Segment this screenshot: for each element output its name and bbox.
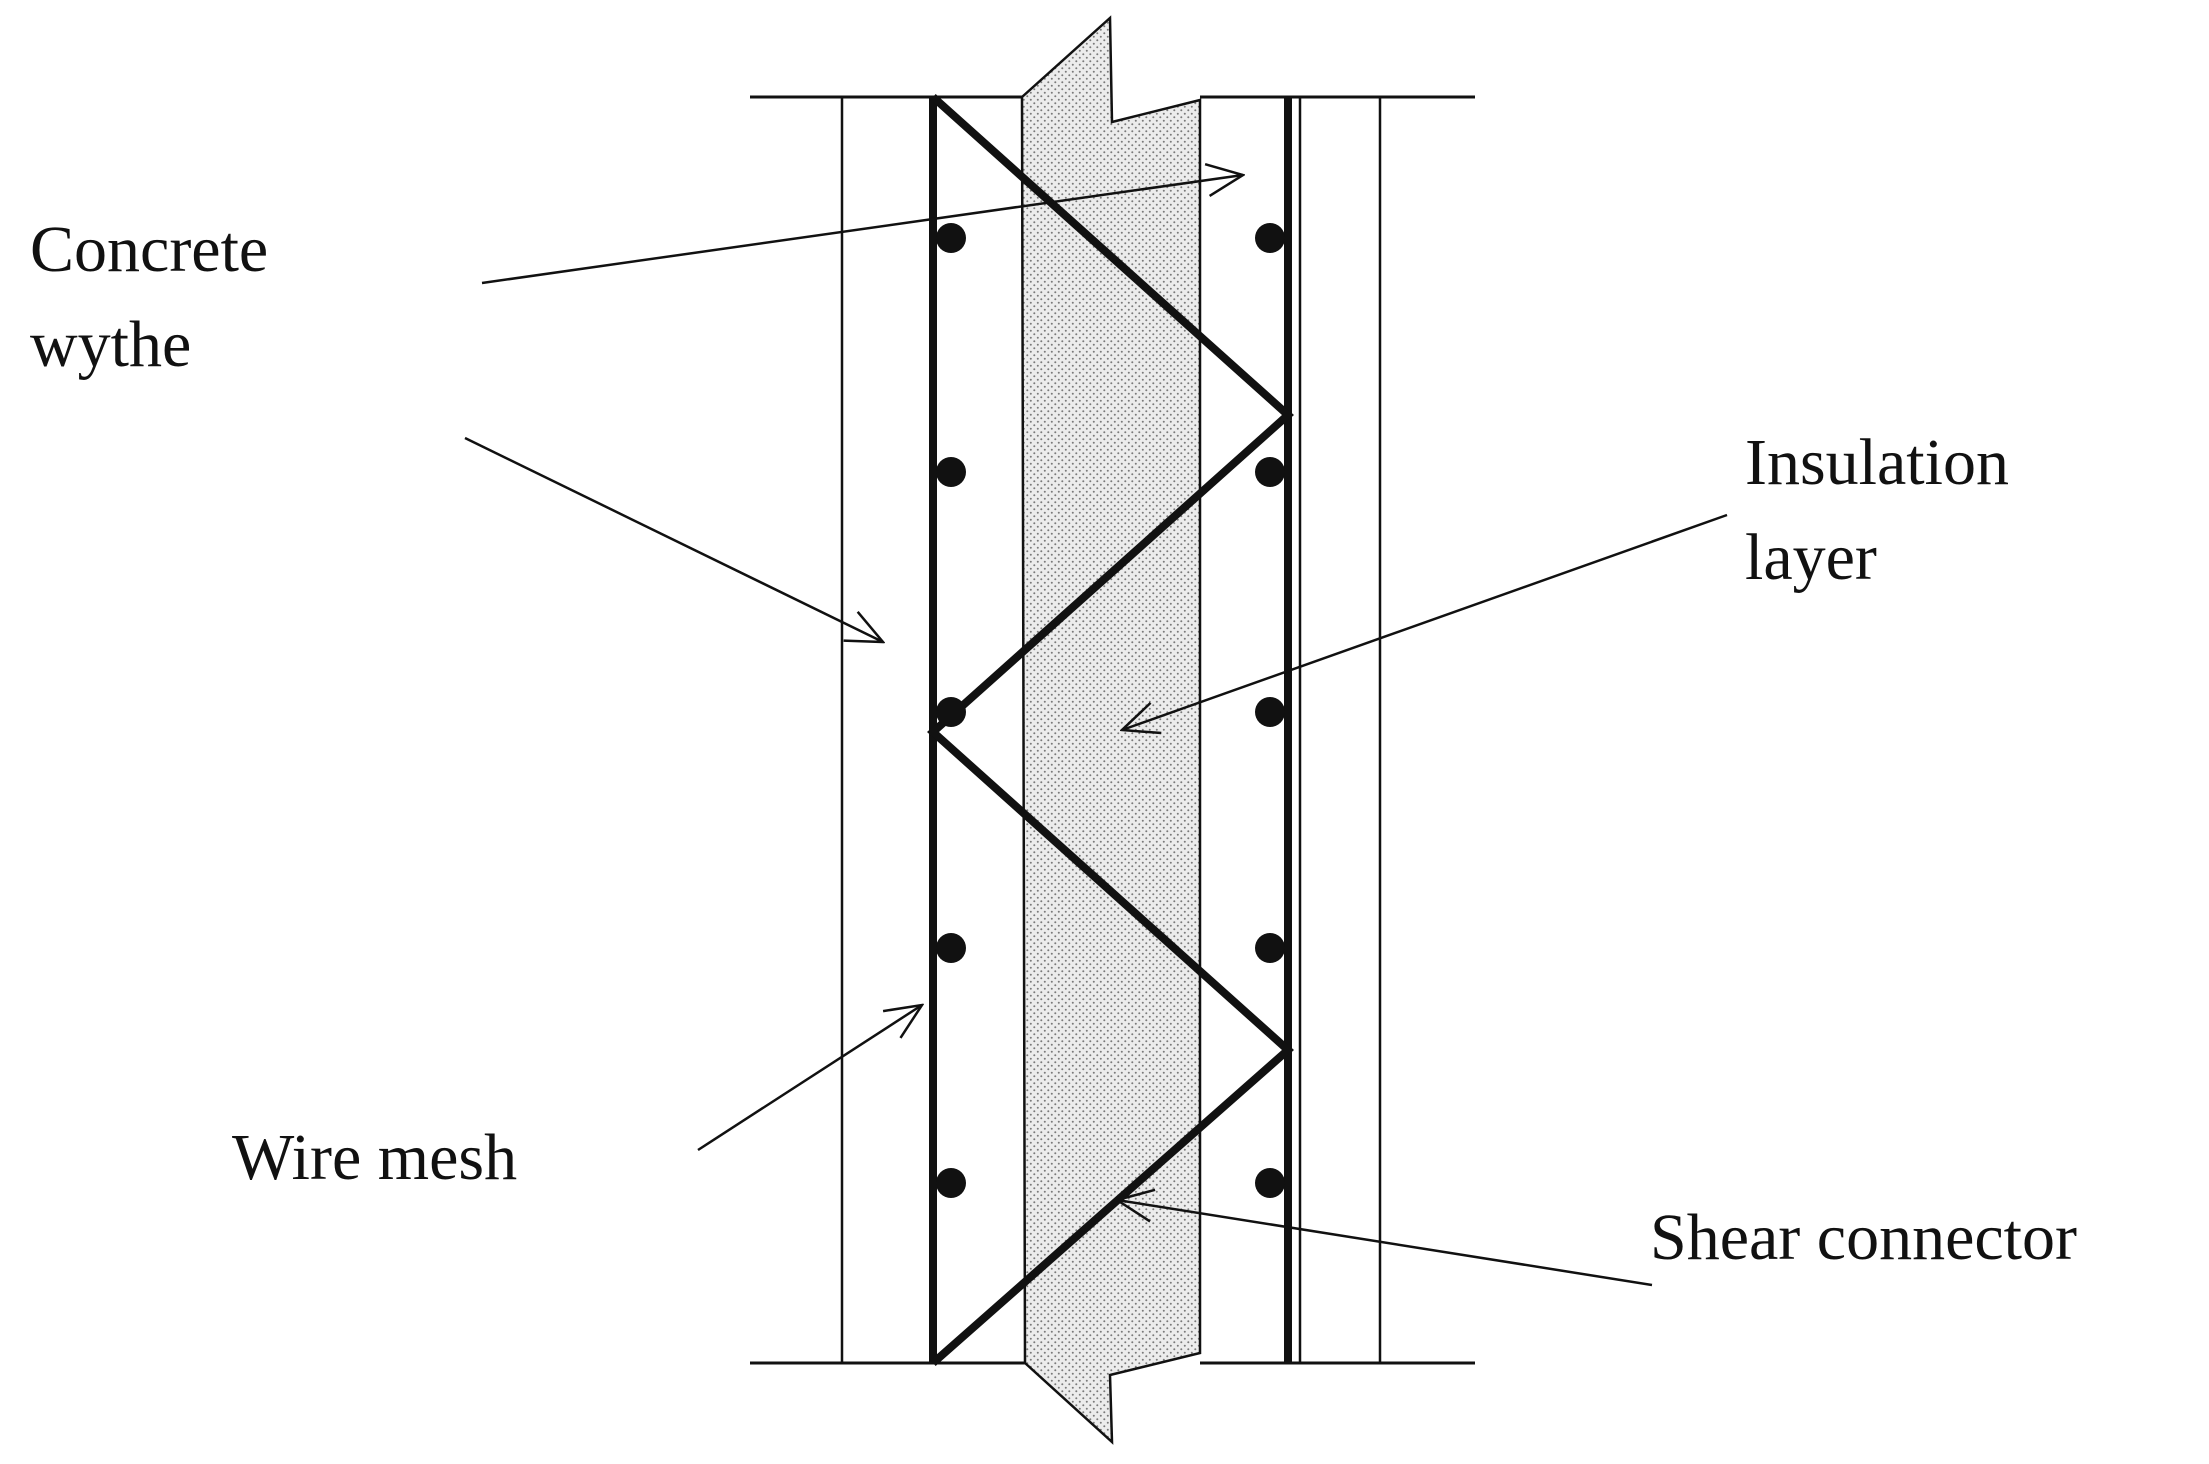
- label-insulation-layer-line1: Insulation: [1745, 426, 2009, 499]
- shear-connector: [926, 94, 1295, 1367]
- arrow-wire-mesh: [697, 1005, 922, 1152]
- arrow-concrete-wythe-left: [464, 436, 883, 642]
- rebar-dot: [1255, 457, 1285, 487]
- insulation-layer: [1020, 15, 1202, 1445]
- label-concrete-wythe: Concrete wythe: [30, 202, 268, 392]
- arrow-shear-connector: [1117, 1200, 1653, 1287]
- rebar-dot: [1255, 223, 1285, 253]
- rebar-dot: [1255, 933, 1285, 963]
- rebar-dot: [936, 457, 966, 487]
- label-insulation-layer: Insulation layer: [1745, 415, 2009, 605]
- arrow-insulation-layer: [1122, 513, 1728, 730]
- rebar-dot: [936, 697, 966, 727]
- label-insulation-layer-line2: layer: [1745, 521, 1877, 594]
- rebar-dot: [1255, 1168, 1285, 1198]
- rebar-dot: [1255, 697, 1285, 727]
- label-shear-connector: Shear connector: [1650, 1201, 2077, 1274]
- label-wire-mesh: Wire mesh: [232, 1121, 518, 1194]
- rebar-dot: [936, 933, 966, 963]
- arrow-concrete-wythe-right: [481, 175, 1243, 285]
- label-concrete-wythe-line1: Concrete: [30, 213, 269, 286]
- rebar-dot: [936, 223, 966, 253]
- rebar-dot: [936, 1168, 966, 1198]
- label-concrete-wythe-line2: wythe: [30, 308, 192, 381]
